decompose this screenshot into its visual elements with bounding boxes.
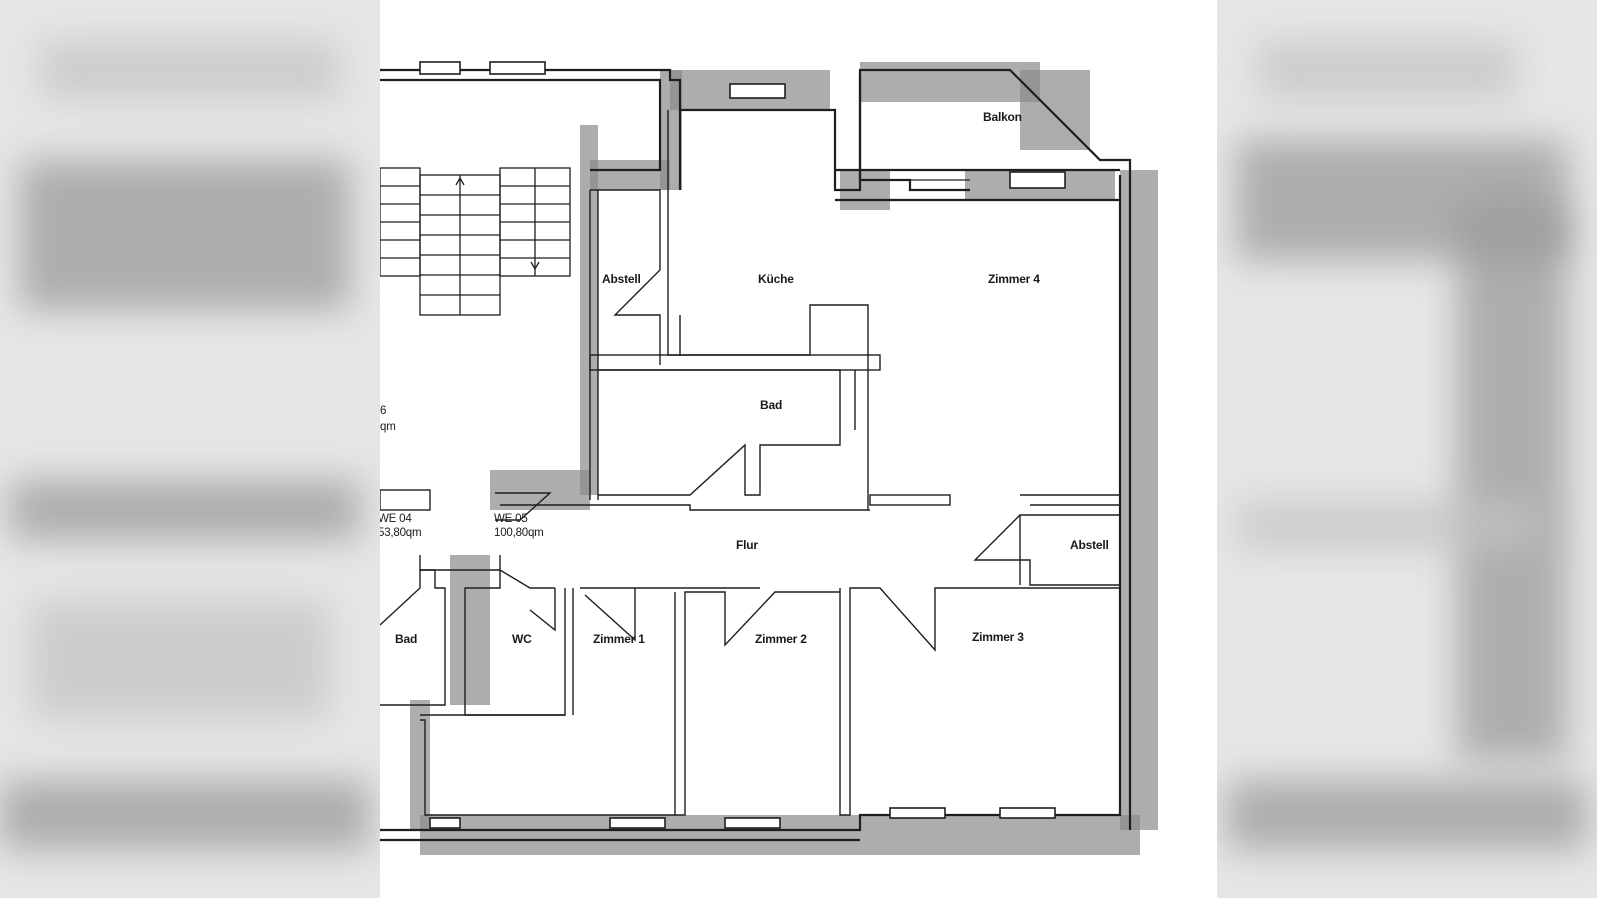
left-blurred-background — [0, 0, 380, 898]
room-label-zimmer1: Zimmer 1 — [593, 632, 645, 646]
room-label-abstell-right: Abstell — [1070, 538, 1109, 552]
room-label-bad-center: Bad — [760, 398, 783, 412]
unit-label-we06-area: qm — [380, 421, 396, 433]
room-label-balkon: Balkon — [983, 110, 1022, 124]
room-label-flur: Flur — [736, 538, 758, 552]
unit-label-we05-name: WE 05 — [494, 513, 528, 525]
unit-label-we04-area: 53,80qm — [380, 527, 422, 539]
room-label-bad-left: Bad — [395, 632, 418, 646]
room-label-abstell-top: Abstell — [602, 272, 641, 286]
unit-label-we05-area: 100,80qm — [494, 527, 544, 539]
room-label-zimmer4: Zimmer 4 — [988, 272, 1040, 286]
room-label-kueche: Küche — [758, 272, 794, 286]
interior-walls — [380, 110, 1120, 816]
room-label-wc: WC — [512, 632, 532, 646]
unit-label-we04-name: WE 04 — [380, 513, 412, 525]
unit-label-we06-name: 6 — [380, 405, 387, 417]
right-blurred-background — [1217, 0, 1597, 898]
room-label-zimmer3: Zimmer 3 — [972, 630, 1024, 644]
floor-plan-sheet: Balkon Küche Zimmer 4 Abstell Bad Flur A… — [380, 0, 1217, 898]
room-label-zimmer2: Zimmer 2 — [755, 632, 807, 646]
floor-plan-drawing — [380, 61, 1158, 855]
staircase — [380, 167, 571, 316]
outer-walls — [380, 68, 1132, 842]
windows — [419, 61, 1066, 829]
